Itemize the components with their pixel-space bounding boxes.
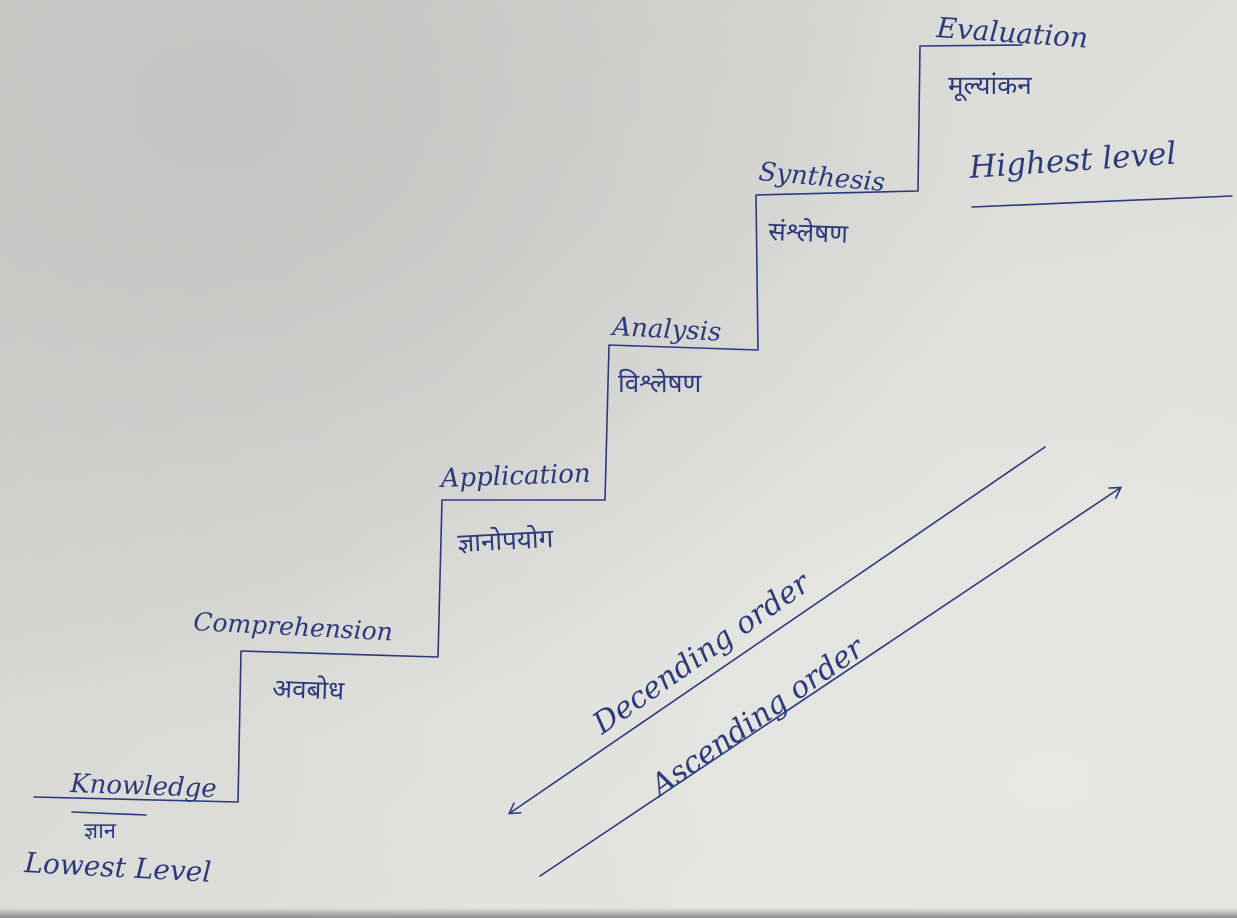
knowledge-underline [71,811,147,816]
step-knowledge-english: Knowledge [69,769,217,804]
step-comprehension-english: Comprehension [193,607,394,646]
step-comprehension-hindi: अवबोध [272,673,346,707]
step-application-hindi: ज्ञानोपयोग [457,523,555,559]
step-analysis-english: Analysis [610,312,722,348]
lowest-level-label: Lowest Level [23,846,213,889]
step-evaluation-english: Evaluation [935,11,1090,55]
ascending-arrow [539,486,1123,877]
step-knowledge-hindi: ज्ञान [84,819,117,844]
staircase-line [33,44,1023,803]
highest-level-underline [971,195,1233,208]
descending-arrow [507,446,1046,815]
step-application-english: Application [438,459,591,494]
highest-level-label: Highest level [967,136,1177,186]
paper-bottom-shadow [0,908,1237,918]
step-synthesis-hindi: संश्लेषण [768,216,850,250]
step-analysis-hindi: विश्लेषण [618,368,703,399]
step-evaluation-hindi: मूल्यांकन [948,71,1032,102]
step-synthesis-english: Synthesis [757,157,886,198]
